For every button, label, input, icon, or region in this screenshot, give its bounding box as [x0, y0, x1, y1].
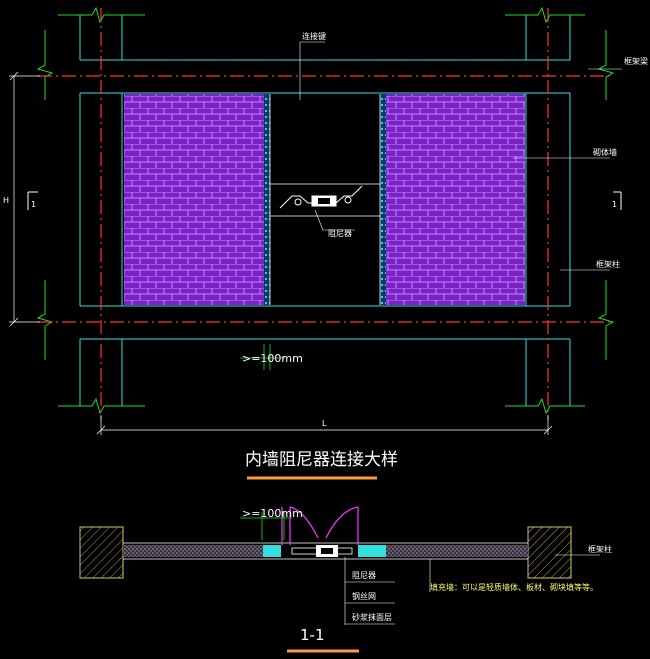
leader-lines [299, 41, 622, 271]
length-dim-label: L [322, 419, 327, 428]
section-mark-right-label: 1 [612, 200, 617, 209]
frame-beam-label: 框架梁 [624, 56, 648, 66]
section-strip-right [358, 545, 386, 557]
section-strip-left [263, 545, 281, 557]
length-dimension [96, 415, 553, 435]
section-mortar-label: 砂浆抹面层 [352, 612, 392, 622]
section-fill-note: 填充墙：可以是轻质墙体、板材、砌块填等等。 [430, 582, 598, 592]
section-swing-lines [281, 506, 359, 545]
gap-dimension [240, 344, 285, 370]
break-lines [36, 6, 615, 415]
height-dim-label: H [3, 196, 9, 205]
section-gap-dimension [240, 512, 292, 540]
joint-strip-left [264, 94, 270, 305]
axis-lines [38, 8, 612, 420]
gap-dim-label: >=100mm [242, 352, 303, 365]
section-column-label: 框架柱 [588, 544, 612, 554]
section-outline [123, 542, 528, 560]
section-wall-left [123, 545, 263, 557]
section-mark-left-label: 1 [31, 200, 36, 209]
section-column-right [527, 526, 572, 579]
section-leaders [344, 554, 600, 625]
detail-title: 内墙阻尼器连接大样 [245, 450, 398, 470]
section-mesh-label: 钢丝网 [352, 591, 376, 601]
top-beam-label: 连接键 [302, 31, 326, 41]
section-title: 1-1 [300, 626, 325, 644]
section-mark-left [27, 191, 38, 210]
section-gap-label: >=100mm [242, 507, 303, 520]
section-wall-right [386, 545, 528, 557]
frame-column-label: 框架柱 [596, 259, 620, 269]
damper-device [279, 185, 363, 209]
masonry-wall-label: 砌体墙 [593, 147, 617, 157]
section-damper [291, 545, 353, 557]
frame-outlines [79, 15, 571, 406]
damper-label: 阻尼器 [328, 229, 352, 238]
masonry-wall-right [386, 94, 525, 305]
section-damper-label: 阻尼器 [352, 571, 376, 580]
masonry-wall-left [124, 94, 264, 305]
height-dimension [9, 71, 40, 327]
section-mark-right [613, 191, 622, 210]
section-column-left [79, 526, 124, 579]
opening-outline [269, 94, 381, 305]
joint-strip-right [380, 94, 386, 305]
